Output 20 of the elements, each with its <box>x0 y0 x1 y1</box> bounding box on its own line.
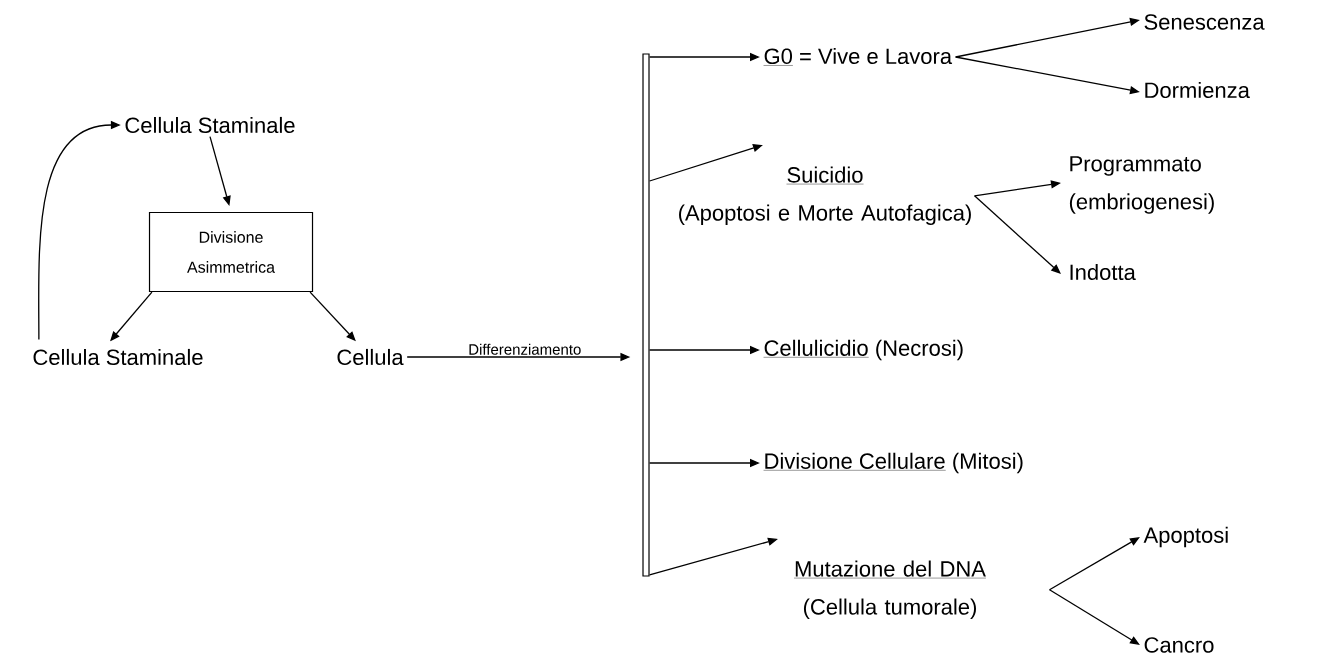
text-label: Apoptosi <box>1143 526 1228 548</box>
outcome-label: Cellulicidio (Necrosi) <box>763 339 963 361</box>
arrow <box>1048 537 1140 591</box>
edge-label: Differenziamento <box>467 342 583 356</box>
text-label: Dormienza <box>1145 81 1250 99</box>
arrow <box>1048 589 1140 645</box>
process-box: Divisione Asimmetrica <box>148 211 314 293</box>
outcome-label: G0 = Vive e Lavora <box>763 47 953 66</box>
text-label: Cellula Staminale <box>33 348 203 366</box>
text-label: Programmato (embriogenesi) <box>1069 156 1214 214</box>
outcome-label: Mutazione del DNA (Cellula tumorale) <box>793 560 987 619</box>
outcome-label: Suicidio (Apoptosi e Morte Autofagica) <box>679 166 971 226</box>
outcome-label: Divisione Cellulare (Mitosi) <box>763 452 1023 474</box>
text-label: Indotta <box>1070 263 1136 281</box>
text-label: Cancro <box>1144 637 1214 653</box>
text-label: Senescenza <box>1144 14 1265 30</box>
text-label: Cellula <box>337 348 404 366</box>
text-label: Cellula Staminale <box>125 116 295 134</box>
double-bar <box>642 53 650 577</box>
arrow <box>973 195 1061 274</box>
